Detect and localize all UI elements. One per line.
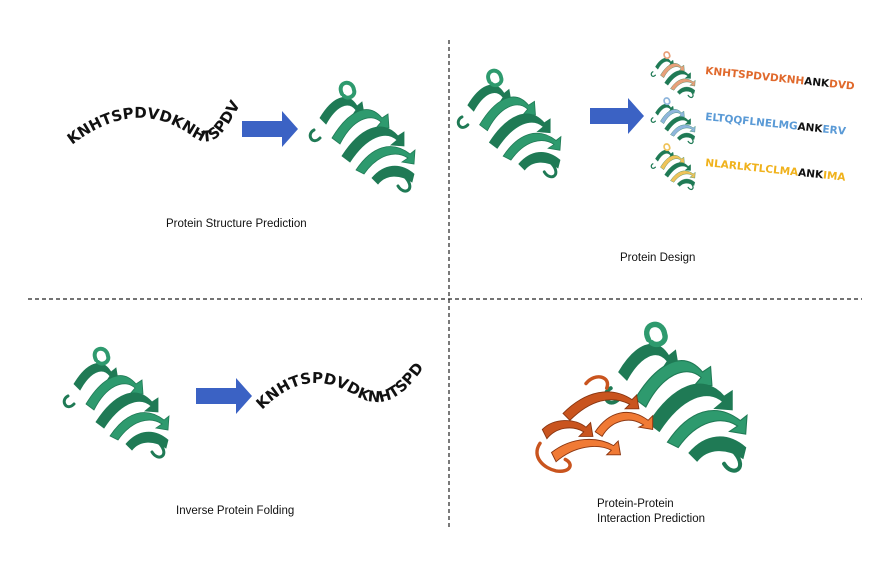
beta-strand [125,431,169,451]
caption-interaction-line2: Interaction Prediction [597,513,706,525]
panel-structure-prediction: KNHTSPDVDKNHTSPDVD [0,0,416,193]
beta-strand [676,86,696,95]
variable-region: NLARLKTLCLMA [705,157,800,179]
beta-strand [647,383,733,433]
designed-sequence: ELTQQFLNELMGANKERV [705,111,848,138]
designed-protein-icon [650,143,696,191]
beta-strand [670,124,696,137]
caption-structure-prediction: Protein Structure Prediction [166,218,307,230]
loop [650,163,694,191]
variable-region: ELTQQFLNELMG [705,111,798,133]
protein-structure-icon [62,346,170,459]
beta-strand [666,410,748,449]
beta-strand [664,162,691,178]
conserved-motif: ANK [804,75,831,90]
beta-strand [109,412,170,441]
conserved-motif: ANK [797,121,824,136]
beta-strand [670,170,696,183]
output-sequence: KNHTSPDVDKNHTSPDVD [0,0,427,413]
beta-strand [341,126,405,163]
arrow-shape [590,98,644,134]
caption-interaction-line1: Protein-Protein [597,498,674,510]
beta-strand [518,152,561,171]
caption-protein-design: Protein Design [620,252,696,264]
tail-region: DVD [828,78,855,93]
loop [650,117,694,145]
beta-strand [85,375,144,411]
tail-region: IMA [822,169,846,183]
beta-strand [95,392,159,429]
loop [663,51,671,60]
beta-strand [664,116,691,132]
panel-interaction-prediction [535,321,748,473]
beta-strand [664,70,691,86]
arrow-icon [242,111,298,147]
loop [486,68,504,88]
loop [650,71,694,99]
loop [535,441,572,473]
beta-strand [634,360,713,408]
beta-strand [541,420,594,440]
loop [62,394,166,459]
beta-strand [688,436,747,462]
beta-strand [502,132,562,161]
beta-strand [479,96,536,132]
variable-region: KNHTSPDVDKNH [705,65,805,87]
designed-protein-icon [650,51,696,99]
beta-strand [355,146,416,175]
arrow-shape [242,111,298,147]
loop [338,80,357,100]
panel-protein-design: KNHTSPDVDKNHANKDVDELTQQFLNELMGANKERVNLAR… [456,51,856,191]
beta-strand [371,165,415,185]
loop [584,375,610,390]
beta-strand [676,178,696,187]
protein-structure-icon [603,321,748,473]
arrow-icon [196,378,252,414]
beta-strand [550,438,622,463]
designed-sequence: KNHTSPDVDKNHANKDVD [705,65,856,93]
designed-protein-icon [650,97,696,145]
loop [456,115,558,179]
loop [663,97,671,106]
beta-strand [670,78,696,91]
beta-strand [331,109,390,145]
beta-strand [488,113,551,149]
tail-region: ERV [822,123,847,137]
loop [644,321,668,348]
beta-strand [562,391,640,421]
protein-structure-icon [456,68,562,179]
beta-strand [676,132,696,141]
loop [308,128,412,193]
conserved-motif: ANK [798,167,825,182]
designed-variants: KNHTSPDVDKNHANKDVDELTQQFLNELMGANKERVNLAR… [650,51,856,191]
loop [92,346,111,366]
partner-protein-icon [535,375,654,473]
designed-sequence: NLARLKTLCLMAANKIMA [705,157,847,184]
protein-structure-icon [308,80,416,193]
output-sequence-text: KNHTSPDVDKNHTSPDVD [0,0,427,413]
loop [663,143,671,152]
arrow-icon [590,98,644,134]
input-sequence: KNHTSPDVDKNHTSPDVD [0,0,244,148]
caption-inverse-folding: Inverse Protein Folding [176,505,295,517]
input-sequence-text: KNHTSPDVDKNHTSPDVD [0,0,244,148]
arrow-shape [196,378,252,414]
beta-strand [594,412,654,438]
